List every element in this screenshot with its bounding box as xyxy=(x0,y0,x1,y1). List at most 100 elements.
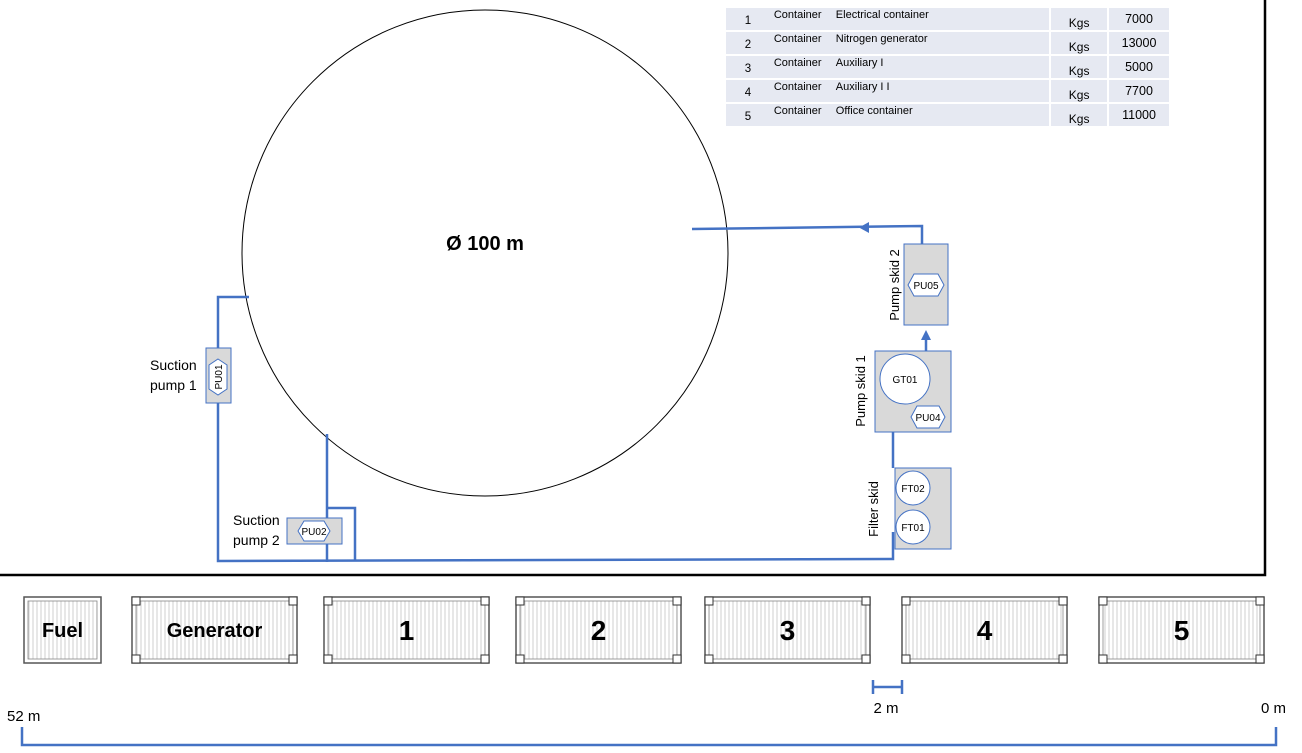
pu02-hexagon xyxy=(297,520,331,542)
container-5-panel xyxy=(1102,600,1261,660)
container-3: 3 xyxy=(704,596,871,664)
container-2-corner-3 xyxy=(515,654,525,664)
table-cell-type: Container xyxy=(769,79,836,104)
container-3-panel xyxy=(708,600,867,660)
container-1: 1 xyxy=(323,596,490,664)
container-4-panel xyxy=(905,600,1064,660)
table-cell-weight: 7700 xyxy=(1107,79,1169,104)
flow-arrow-left xyxy=(859,222,869,233)
container-2-corner-4 xyxy=(672,654,682,664)
container-1-corner-1 xyxy=(323,596,333,606)
table-cell-name: Electrical container xyxy=(835,8,1051,32)
pool-label: Ø 100 m xyxy=(446,233,524,255)
table-cell-no: 3 xyxy=(726,55,770,80)
container-2-panel xyxy=(519,600,678,660)
table-cell-no: 1 xyxy=(726,8,770,32)
ft02-label: FT02 xyxy=(901,484,925,495)
fuel-tank-panel xyxy=(27,600,98,660)
container-1-panel xyxy=(327,600,486,660)
container-5-corner-2 xyxy=(1255,596,1265,606)
table-cell-unit: Kgs xyxy=(1049,55,1109,80)
table-cell-name: Auxiliary I xyxy=(835,55,1051,80)
pump-skid-2-label: Pump skid 2 xyxy=(887,249,902,321)
piping xyxy=(20,224,1278,747)
table-cell-unit: Kgs xyxy=(1049,8,1109,32)
container-5-corner-4 xyxy=(1255,654,1265,664)
container-4-label: 4 xyxy=(977,615,993,646)
generator-container-label: Generator xyxy=(167,620,263,642)
suction-pump-2-loop xyxy=(327,506,357,560)
table-cell-name: Auxiliary I I xyxy=(835,79,1051,104)
container-2-corner-2 xyxy=(672,596,682,606)
pu04-hexagon xyxy=(910,405,946,429)
container-2-corner-1 xyxy=(515,596,525,606)
container-1-label: 1 xyxy=(399,615,415,646)
scale-small-label: 2 m xyxy=(873,700,898,717)
pool-circle xyxy=(241,9,729,497)
pu02-label: PU02 xyxy=(301,527,326,538)
container-4: 4 xyxy=(901,596,1068,664)
table-cell-weight: 13000 xyxy=(1107,31,1169,56)
ft02-filter xyxy=(895,470,931,506)
scale-bar-total xyxy=(20,727,1278,747)
table-cell-unit: Kgs xyxy=(1049,79,1109,104)
table-cell-weight: 7000 xyxy=(1107,8,1169,32)
table-cell-no: 4 xyxy=(726,79,770,104)
container-3-corner-4 xyxy=(861,654,871,664)
scale-left-label: 52 m xyxy=(7,708,40,725)
table-cell-unit: Kgs xyxy=(1049,103,1109,128)
pump-skid-1-label: Pump skid 1 xyxy=(853,355,868,427)
table-cell-type: Container xyxy=(769,31,836,56)
scale-right-label: 0 m xyxy=(1261,700,1286,717)
generator-container-corner-4 xyxy=(288,654,298,664)
suction-return-pipe xyxy=(216,403,895,563)
pu04-label: PU04 xyxy=(915,413,940,424)
table-cell-weight: 5000 xyxy=(1107,55,1169,80)
generator-container-panel xyxy=(135,600,294,660)
suction-pump-1-label-1: Suction xyxy=(150,357,197,373)
fuel-tank-label: Fuel xyxy=(42,620,83,642)
container-2-label: 2 xyxy=(591,615,607,646)
gt01-tank xyxy=(879,353,931,405)
filter-skid-label: Filter skid xyxy=(866,481,881,537)
container-5: 5 xyxy=(1098,596,1265,664)
container-3-corner-3 xyxy=(704,654,714,664)
table-cell-name: Nitrogen generator xyxy=(835,31,1051,56)
container-3-label: 3 xyxy=(780,615,796,646)
suction-pump-1-label-2: pump 1 xyxy=(150,377,197,393)
container-4-corner-1 xyxy=(901,596,911,606)
table-cell-no: 2 xyxy=(726,31,770,56)
generator-container: Generator xyxy=(131,596,298,664)
container-5-corner-1 xyxy=(1098,596,1108,606)
table-cell-no: 5 xyxy=(726,103,770,128)
table-cell-weight: 11000 xyxy=(1107,103,1169,128)
pu01-hexagon xyxy=(208,358,228,396)
container-3-corner-2 xyxy=(861,596,871,606)
fuel-tank: Fuel xyxy=(23,596,102,664)
pu05-label: PU05 xyxy=(913,281,938,292)
container-1-corner-3 xyxy=(323,654,333,664)
suction-pump-2-label-1: Suction xyxy=(233,512,280,528)
site-boundary xyxy=(0,0,1267,577)
table-cell-type: Container xyxy=(769,103,836,128)
ft01-filter xyxy=(895,509,931,545)
generator-container-corner-3 xyxy=(131,654,141,664)
table-cell-type: Container xyxy=(769,8,836,32)
container-4-corner-4 xyxy=(1058,654,1068,664)
table-cell-unit: Kgs xyxy=(1049,31,1109,56)
suction-pump-2-label-2: pump 2 xyxy=(233,532,280,548)
container-5-corner-3 xyxy=(1098,654,1108,664)
pu01-label: PU01 xyxy=(214,364,225,389)
pu05-hexagon xyxy=(907,273,945,297)
discharge-pipe xyxy=(691,224,924,244)
container-1-corner-4 xyxy=(480,654,490,664)
container-4-corner-2 xyxy=(1058,596,1068,606)
container-2: 2 xyxy=(515,596,682,664)
suction-pipe-1 xyxy=(216,295,249,348)
